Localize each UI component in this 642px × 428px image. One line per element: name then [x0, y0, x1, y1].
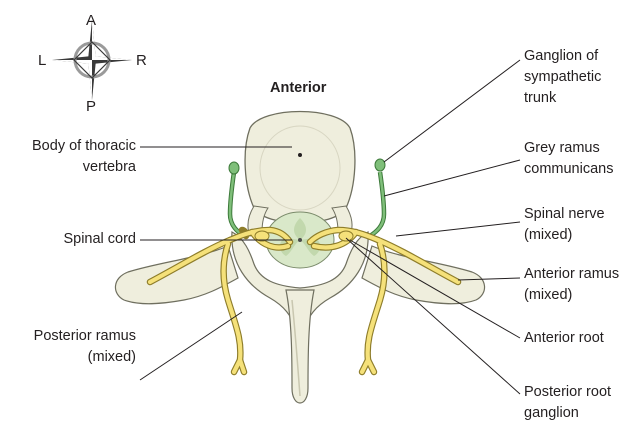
- sympathetic-trunk-left: [229, 162, 244, 236]
- label-anterior-ramus: Anterior ramus (mixed): [524, 264, 640, 306]
- label-posterior-root-ganglion: Posterior root ganglion: [524, 382, 640, 424]
- compass-right-label: R: [136, 52, 147, 69]
- compass-posterior-label: P: [86, 98, 96, 115]
- label-ganglion-of-sympathetic-trunk: Ganglion of sympathetic trunk: [524, 46, 640, 109]
- label-grey-ramus-communicans: Grey ramus communicans: [524, 138, 640, 180]
- label-spinal-nerve: Spinal nerve (mixed): [524, 204, 640, 246]
- orientation-label: Anterior: [270, 78, 326, 99]
- left-transverse-process: [115, 246, 238, 304]
- label-body-of-thoracic-vertebra: Body of thoracic vertebra: [4, 136, 136, 178]
- compass-left-label: L: [38, 52, 46, 69]
- label-posterior-ramus: Posterior ramus (mixed): [4, 326, 136, 368]
- vertebral-body: [245, 112, 355, 224]
- label-anterior-root: Anterior root: [524, 328, 640, 349]
- compass-anterior-label: A: [86, 12, 96, 29]
- sympathetic-trunk-right: [370, 159, 385, 236]
- compass-rose-icon: [52, 20, 132, 100]
- spinous-process: [286, 290, 314, 403]
- label-spinal-cord: Spinal cord: [4, 229, 136, 250]
